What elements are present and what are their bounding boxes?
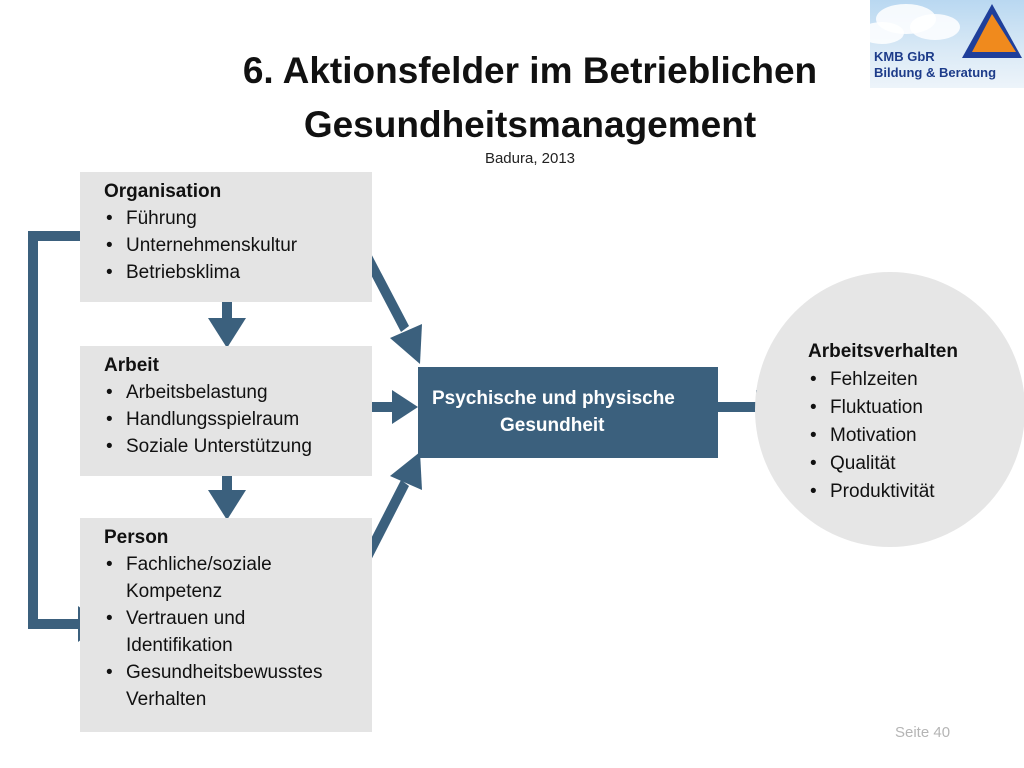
box-arbeit-list: Arbeitsbelastung Handlungsspielraum Sozi… bbox=[104, 379, 362, 460]
logo-line1: KMB GbR bbox=[874, 49, 935, 64]
slide-title-line1: 6. Aktionsfelder im Betrieblichen bbox=[242, 50, 818, 91]
outcome-heading: Arbeitsverhalten bbox=[808, 341, 958, 362]
arrow-organisation-center-head bbox=[390, 324, 422, 364]
down-arrow-1-shaft bbox=[222, 302, 232, 322]
list-item: Fluktuation bbox=[808, 394, 958, 422]
list-item: Gesundheitsbewusstes Verhalten bbox=[104, 659, 322, 713]
list-item: Produktivität bbox=[808, 478, 958, 506]
page-number: Seite 40 bbox=[895, 724, 951, 741]
box-arbeit-heading: Arbeit bbox=[104, 355, 159, 376]
slide-title-line2: Gesundheitsmanagement bbox=[303, 104, 757, 145]
box-organisation-heading: Organisation bbox=[104, 181, 222, 202]
center-line2: Gesundheit bbox=[500, 415, 605, 436]
loop-top-segment bbox=[28, 231, 92, 241]
arrow-center-outcome-shaft bbox=[718, 402, 760, 412]
loop-bottom-segment bbox=[28, 619, 80, 629]
arrow-arbeit-center-head bbox=[392, 390, 418, 424]
center-line1: Psychische und physische bbox=[432, 388, 675, 409]
list-item: Führung bbox=[104, 205, 362, 232]
down-arrow-2-head bbox=[208, 490, 246, 520]
box-person: Person Fachliche/soziale Kompetenz Vertr… bbox=[80, 518, 372, 732]
box-person-heading: Person bbox=[104, 527, 169, 548]
box-arbeit: Arbeit Arbeitsbelastung Handlungsspielra… bbox=[80, 346, 372, 476]
loop-vertical-segment bbox=[28, 231, 38, 629]
outcome-content: Arbeitsverhalten Fehlzeiten Fluktuation … bbox=[808, 338, 958, 506]
slide-title: 6. Aktionsfelder im Betrieblichen Gesund… bbox=[140, 44, 920, 152]
logo-line2: Bildung & Beratung bbox=[874, 65, 997, 80]
list-item: Handlungsspielraum bbox=[104, 406, 362, 433]
list-item: Soziale Unterstützung bbox=[104, 433, 362, 460]
arrow-arbeit-center-shaft bbox=[355, 402, 395, 412]
list-item: Unternehmenskultur bbox=[104, 232, 362, 259]
logo-triangle-icon bbox=[962, 4, 1022, 58]
list-item: Fachliche/soziale Kompetenz bbox=[104, 551, 322, 605]
box-organisation-list: Führung Unternehmenskultur Betriebsklima bbox=[104, 205, 362, 286]
source-citation: Badura, 2013 bbox=[484, 150, 576, 167]
box-person-list: Fachliche/soziale Kompetenz Vertrauen un… bbox=[104, 551, 322, 713]
kmb-logo: KMB GbR Bildung & Beratung bbox=[870, 0, 1024, 88]
down-arrow-1-head bbox=[208, 318, 246, 348]
down-arrow-2-shaft bbox=[222, 475, 232, 493]
box-organisation: Organisation Führung Unternehmenskultur … bbox=[80, 172, 372, 302]
list-item: Betriebsklima bbox=[104, 259, 362, 286]
list-item: Fehlzeiten bbox=[808, 366, 958, 394]
center-health-box: Psychische und physische Gesundheit bbox=[418, 367, 718, 458]
list-item: Arbeitsbelastung bbox=[104, 379, 362, 406]
arrow-person-center-head bbox=[390, 452, 422, 490]
list-item: Motivation bbox=[808, 422, 958, 450]
list-item: Qualität bbox=[808, 450, 958, 478]
outcome-list: Fehlzeiten Fluktuation Motivation Qualit… bbox=[808, 366, 958, 506]
list-item: Vertrauen und Identifikation bbox=[104, 605, 322, 659]
